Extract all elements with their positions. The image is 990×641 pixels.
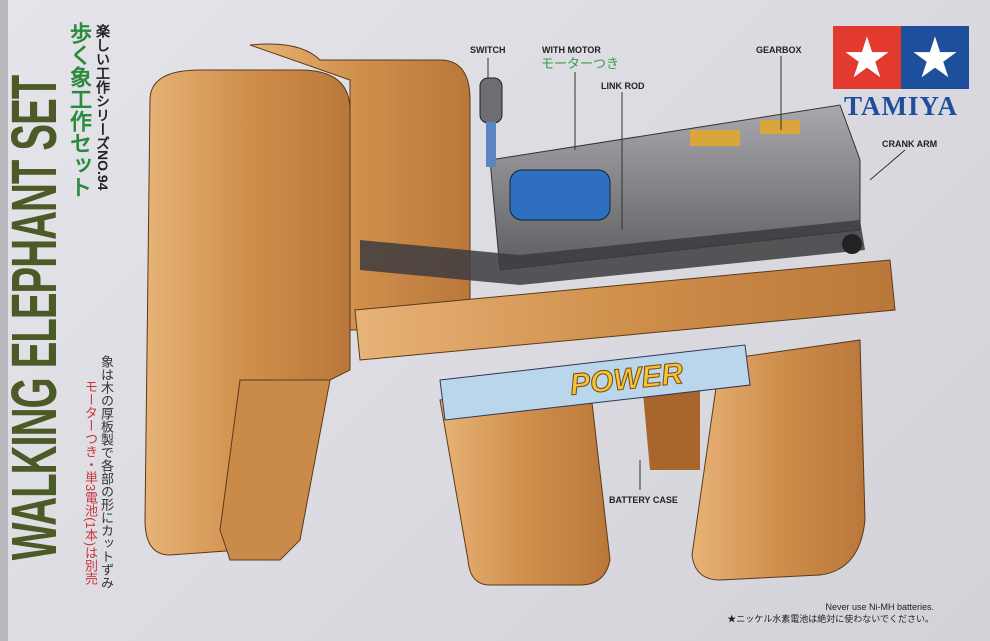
trunk [219,379,331,561]
label-crank-arm: CRANK ARM [882,139,938,149]
crank-arm [360,220,865,285]
japanese-title: 歩く象工作セット [67,22,92,198]
tamiya-star-flag: ★ ★ [833,26,969,89]
description-line2: モーターつき・単3電池(1本)は別売 [83,380,98,586]
brand-name: TAMIYA [843,91,958,121]
gearbox [489,104,861,271]
motor [509,169,611,221]
body-board [354,259,896,361]
switch [479,77,503,124]
battery [439,344,751,421]
label-battery-case: BATTERY CASE [609,495,678,505]
warning-jp: ★ニッケル水素電池は絶対に使わないでください。 [727,614,934,624]
gear [760,120,800,134]
front-leg [439,384,611,586]
label-gearbox: GEARBOX [756,45,802,55]
description-line1: 象は木の厚板製で各部の形にカットずみ [99,355,114,589]
crank-pin [842,234,862,254]
box-edge [0,0,8,641]
battery-warning: Never use Ni-MH batteries. ★ニッケル水素電池は絶対に… [727,601,934,625]
label-switch: SWITCH [470,45,506,55]
elephant-ear [144,69,351,556]
tamiya-logo: ★ ★ TAMIYA [833,26,969,122]
warning-en: Never use Ni-MH batteries. [825,602,934,612]
switch-rod [486,122,496,167]
label-with-motor: WITH MOTOR [542,45,601,55]
label-link-rod: LINK ROD [601,81,645,91]
star-icon: ★ [833,26,901,89]
product-title: WALKING ELEPHANT SET [0,75,71,561]
leader-line [869,149,906,181]
star-icon: ★ [901,26,969,89]
label-with-motor-jp: モーターつき [541,56,620,71]
hind-leg [691,339,866,581]
series-label: 楽しい工作シリーズNO.94 [95,24,111,191]
gear [690,130,740,146]
